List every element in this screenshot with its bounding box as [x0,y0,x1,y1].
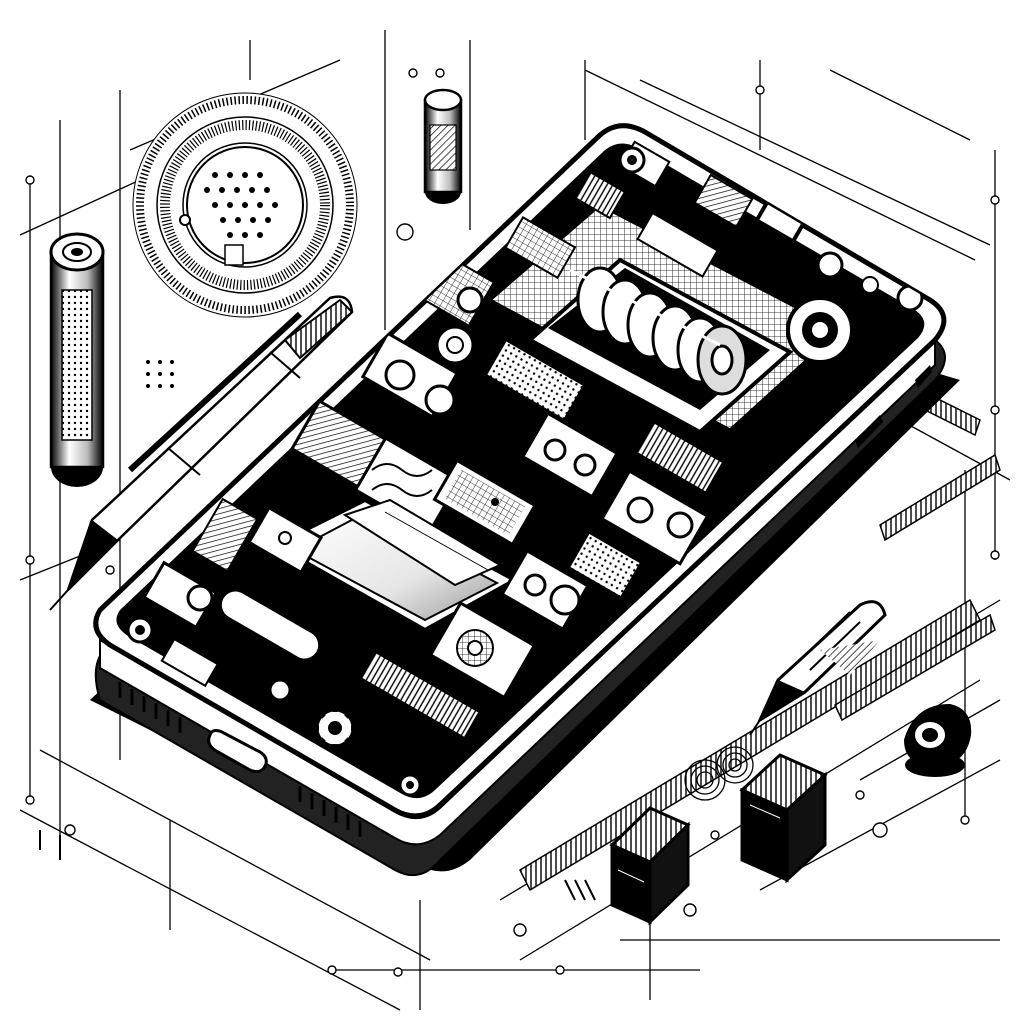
cylinder-capsule-icon [423,88,463,204]
phone-body-icon [93,123,947,877]
battery-icon [49,232,105,487]
gear-icon [311,704,359,752]
marker-pen-icon [749,600,887,736]
tick-marks [39,830,596,901]
sensor-pebble-icon [903,703,972,777]
chip-block-icon-2 [739,753,828,884]
usb-port-icon [207,729,268,773]
speaker-dial-icon [132,92,358,318]
display-panel [270,497,520,633]
signal-rings [684,746,754,801]
coil-battery-icon [487,203,843,435]
dot-grid [146,360,174,388]
chip-block-icon [609,806,691,926]
stylus-pen-icon [49,295,354,611]
